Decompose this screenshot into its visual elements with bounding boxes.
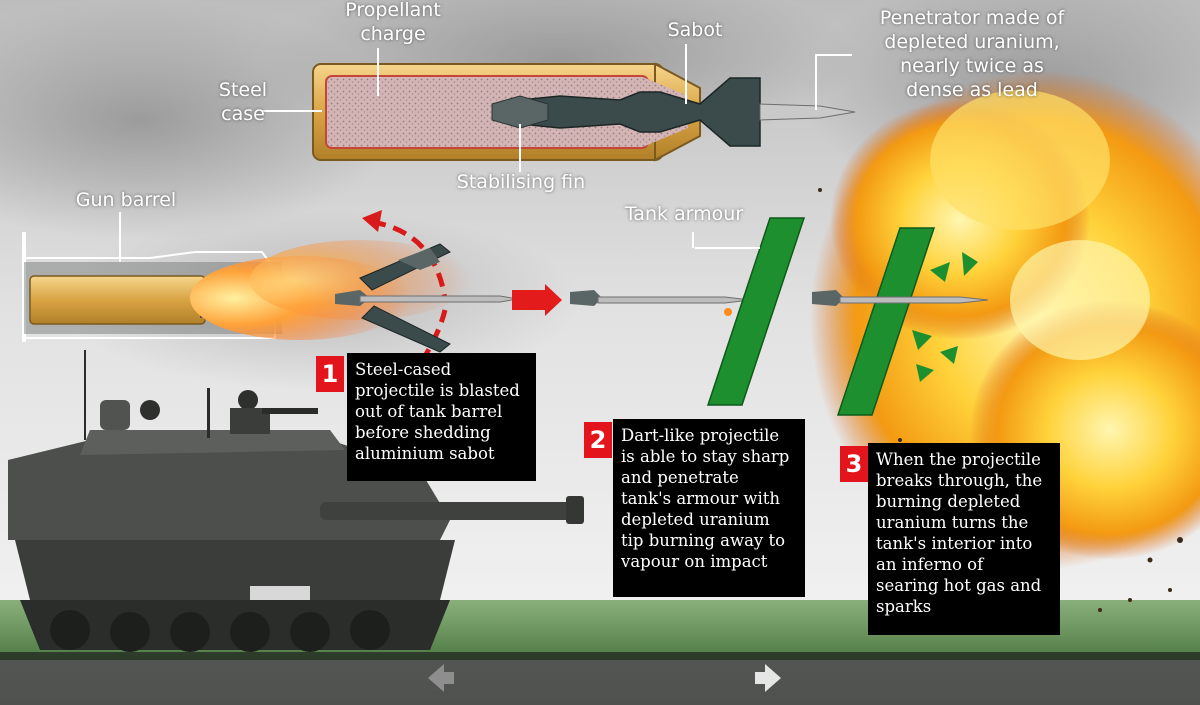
label-penetrator: Penetrator made of depleted uranium, nea… [879, 7, 1065, 101]
gallery-nav-bar [0, 652, 1200, 705]
step-3-caption: When the projectile breaks through, the … [868, 443, 1060, 635]
label-steel-case: Steel case [218, 79, 268, 125]
step-3-number: 3 [840, 446, 868, 482]
step-2-number: 2 [584, 422, 612, 458]
sabot-shedding [335, 210, 562, 382]
next-slide-button[interactable] [747, 656, 795, 700]
cartridge-diagram [262, 44, 856, 172]
armour-impact [570, 217, 806, 406]
armour-plate-2 [836, 227, 936, 416]
step-1-number: 1 [316, 356, 344, 392]
arrow-left-icon [428, 664, 454, 692]
step-2-caption: Dart-like projectile is able to stay sha… [613, 419, 805, 597]
arrow-right-icon [755, 664, 781, 692]
step-1-caption: Steel-cased projectile is blasted out of… [347, 353, 536, 481]
label-propellant-charge: Propellant charge [345, 0, 441, 45]
prev-slide-button[interactable] [414, 656, 462, 700]
tank-photo [8, 350, 584, 652]
label-sabot: Sabot [667, 19, 723, 41]
label-stabilising-fin: Stabilising fin [456, 171, 586, 193]
label-tank-armour: Tank armour [624, 203, 744, 225]
label-gun-barrel: Gun barrel [75, 189, 177, 211]
armour-plate-1 [706, 217, 806, 406]
